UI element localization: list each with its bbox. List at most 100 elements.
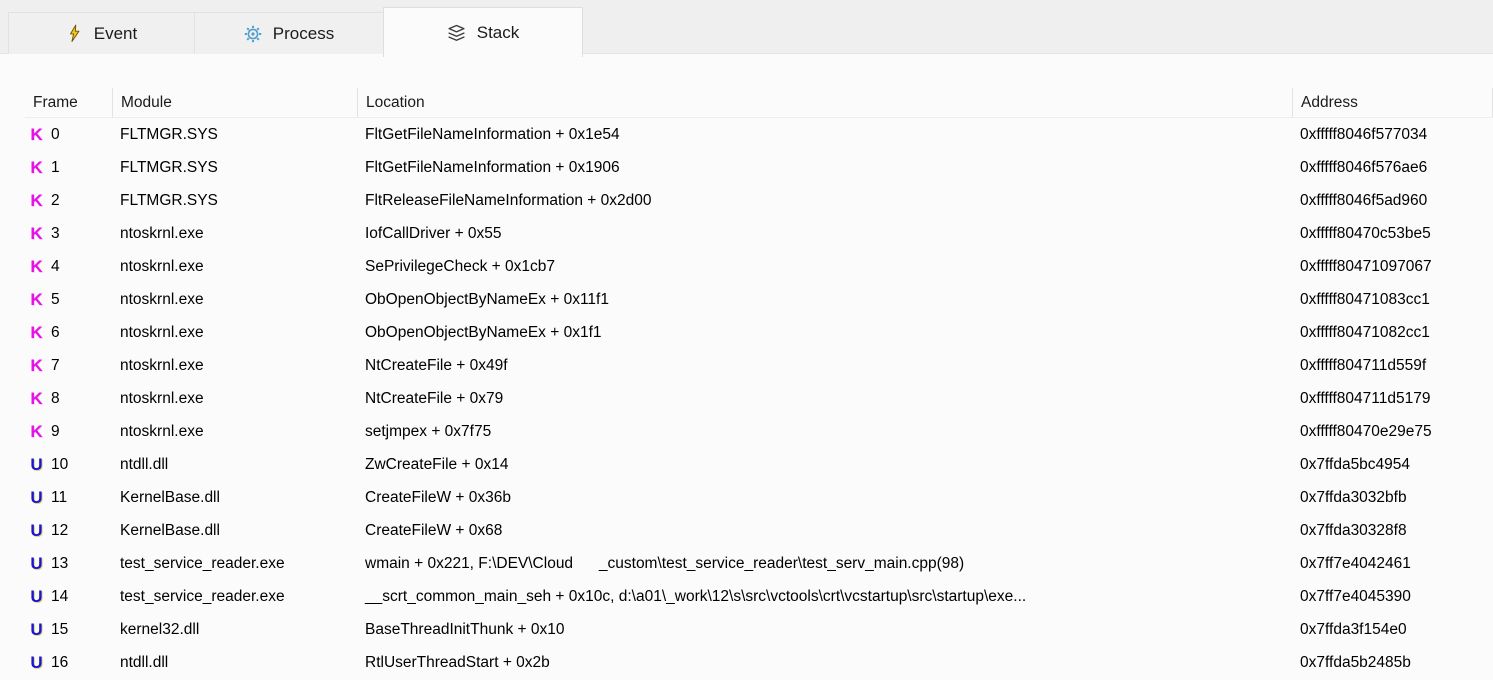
tab-bar: Event <box>0 0 1493 57</box>
frame-cell: U 10 <box>25 456 112 474</box>
address-cell: 0xfffff80471097067 <box>1300 257 1432 275</box>
address-cell: 0x7ff7e4045390 <box>1300 587 1411 605</box>
location-cell: ObOpenObjectByNameEx + 0x1f1 <box>365 323 602 341</box>
address-cell: 0xfffff80471083cc1 <box>1300 290 1430 308</box>
frame-number: 10 <box>51 455 69 473</box>
address-cell: 0x7ffda30328f8 <box>1300 521 1407 539</box>
location-cell: FltGetFileNameInformation + 0x1e54 <box>365 125 620 143</box>
tab-stack[interactable]: Stack <box>383 7 583 57</box>
address-cell: 0x7ff7e4042461 <box>1300 554 1411 572</box>
module-cell: FLTMGR.SYS <box>120 158 218 176</box>
frame-cell: U 12 <box>25 522 112 540</box>
module-cell: ntoskrnl.exe <box>120 257 204 275</box>
user-mode-icon: U <box>30 455 43 474</box>
location-cell: BaseThreadInitThunk + 0x10 <box>365 620 565 638</box>
frame-number: 0 <box>51 125 60 143</box>
frame-number: 9 <box>51 422 60 440</box>
kernel-mode-icon: K <box>30 290 43 309</box>
location-cell: FltGetFileNameInformation + 0x1906 <box>365 158 620 176</box>
address-cell: 0xfffff804711d559f <box>1300 356 1427 374</box>
frame-cell: U 11 <box>25 489 112 507</box>
tab-event[interactable]: Event <box>8 12 195 54</box>
tab-event-label: Event <box>93 23 138 43</box>
user-mode-icon: U <box>30 521 43 540</box>
location-cell: __scrt_common_main_seh + 0x10c, d:\a01\_… <box>365 587 1027 605</box>
location-cell: NtCreateFile + 0x49f <box>365 356 508 374</box>
column-header-address[interactable]: Address <box>1292 88 1493 117</box>
tab-stack-label: Stack <box>476 22 520 42</box>
user-mode-icon: U <box>30 587 43 606</box>
frame-number: 13 <box>51 554 69 572</box>
module-cell: ntoskrnl.exe <box>120 389 204 407</box>
column-header-frame[interactable]: Frame <box>33 93 78 111</box>
kernel-mode-icon: K <box>30 389 43 408</box>
module-cell: FLTMGR.SYS <box>120 191 218 209</box>
kernel-mode-icon: K <box>30 356 43 375</box>
frame-number: 15 <box>51 620 69 638</box>
address-cell: 0x7ffda3f154e0 <box>1300 620 1407 638</box>
address-cell: 0xfffff8046f577034 <box>1300 125 1428 143</box>
frame-number: 7 <box>51 356 60 374</box>
address-cell: 0x7ffda5b2485b <box>1300 653 1411 671</box>
location-cell: wmain + 0x221, F:\DEV\Cloud _custom\test… <box>365 554 965 572</box>
location-cell: RtlUserThreadStart + 0x2b <box>365 653 550 671</box>
location-cell: IofCallDriver + 0x55 <box>365 224 502 242</box>
tab-process[interactable]: Process <box>194 12 384 54</box>
frame-number: 12 <box>51 521 69 539</box>
tab-process-label: Process <box>272 23 335 43</box>
frame-number: 11 <box>51 488 68 506</box>
user-mode-icon: U <box>30 488 43 507</box>
location-cell: FltReleaseFileNameInformation + 0x2d00 <box>365 191 652 209</box>
column-header-module[interactable]: Module <box>112 88 357 117</box>
location-cell: CreateFileW + 0x36b <box>365 488 512 506</box>
kernel-mode-icon: K <box>30 191 43 210</box>
location-cell: SePrivilegeCheck + 0x1cb7 <box>365 257 555 275</box>
frame-number: 2 <box>51 191 60 209</box>
module-cell: ntoskrnl.exe <box>120 224 204 242</box>
module-cell: ntdll.dll <box>120 653 169 671</box>
module-cell: ntoskrnl.exe <box>120 323 204 341</box>
module-cell: KernelBase.dll <box>120 521 220 539</box>
module-cell: ntoskrnl.exe <box>120 422 204 440</box>
location-cell: CreateFileW + 0x68 <box>365 521 503 539</box>
module-cell: ntoskrnl.exe <box>120 356 204 374</box>
stack-frame-row[interactable]: U 12 KernelBase.dll CreateFileW + 0x68 0x7ff… <box>25 514 1493 547</box>
address-cell: 0xfffff80470c53be5 <box>1300 224 1431 242</box>
location-cell: ZwCreateFile + 0x14 <box>365 455 509 473</box>
kernel-mode-icon: K <box>30 422 43 441</box>
kernel-mode-icon: K <box>30 257 43 276</box>
column-header-location[interactable]: Location <box>357 88 1292 117</box>
kernel-mode-icon: K <box>30 323 43 342</box>
address-cell: 0xfffff80471082cc1 <box>1300 323 1430 341</box>
frame-number: 16 <box>51 653 69 671</box>
module-cell: test_service_reader.exe <box>120 587 285 605</box>
